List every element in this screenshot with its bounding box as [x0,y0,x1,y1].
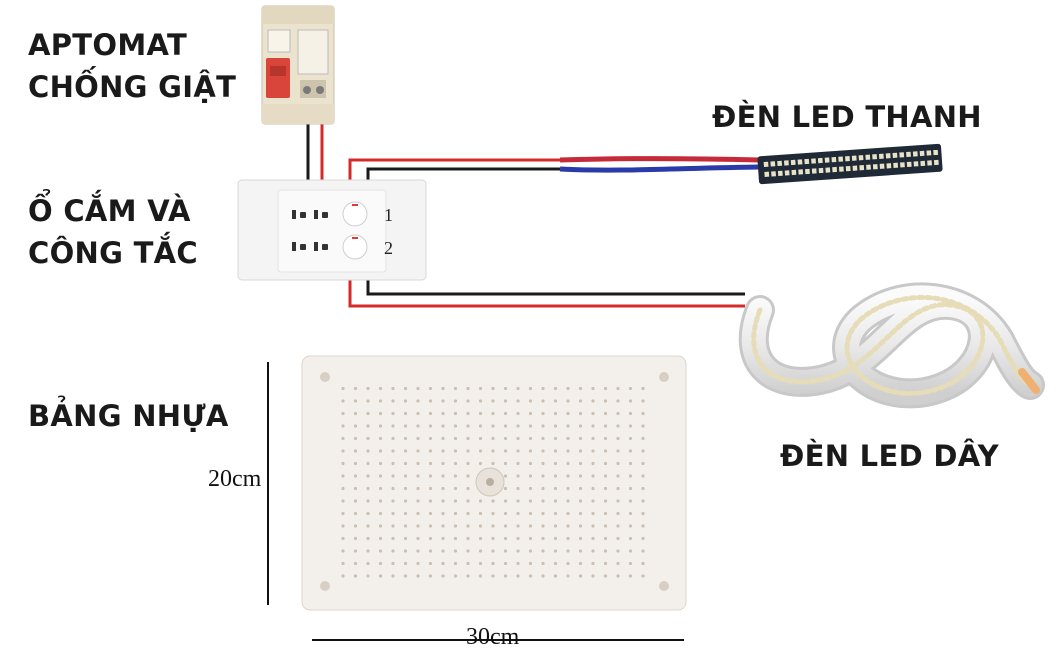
led-chip [838,156,844,162]
plastic-board [301,355,687,611]
led-chip [771,171,776,177]
led-chip [899,152,905,158]
socket-to-led-bar-wires [348,156,761,190]
led-chip [865,154,871,160]
led-chip [824,157,830,163]
led-chip [852,165,858,171]
led-chip [893,162,899,168]
led-chip [859,165,865,171]
led-bar-label: ĐÈN LED THANH [712,100,982,134]
socket-to-led-strip-wires [348,280,745,308]
outlet-2 [292,242,328,251]
led-chip [912,151,918,157]
breaker-label-line1: APTOMAT [28,28,188,62]
led-chip [858,155,864,161]
width-dimension-label: 30cm [462,624,524,651]
led-chip [831,156,837,163]
led-chip [906,151,911,158]
led-chip [777,170,783,177]
led-chip [791,169,797,176]
led-chip [818,167,824,174]
led-chip [763,161,769,168]
switch-number-1: 1 [384,205,393,225]
socket-label: Ổ CẮM VÀ CÔNG TẮC [28,190,198,274]
led-chip [811,168,817,174]
led-chip [892,152,898,158]
breaker-device [261,5,335,125]
led-chip [797,159,803,165]
led-chip [920,160,926,167]
led-bar [757,143,943,185]
led-chip [805,168,810,175]
led-chip [770,161,776,167]
led-chip [866,164,871,170]
switch-number-2: 2 [384,238,393,258]
board-label: BẢNG NHỰA [28,399,229,433]
led-strip [738,282,1045,409]
led-chip [879,163,885,169]
led-chip [878,153,884,159]
led-chip [817,157,823,164]
led-chip [825,167,831,173]
socket-switch-plate: 1 2 [237,179,427,281]
led-chip [832,166,838,173]
height-dimension-label: 20cm [208,466,262,493]
switch-2 [342,234,368,260]
led-chip [926,150,932,156]
led-chip [919,150,925,157]
led-chip [906,161,912,168]
led-chip [845,165,851,172]
led-chip [784,170,790,176]
led-chip [838,166,844,172]
led-chip [784,160,789,166]
led-chip [886,163,892,169]
led-chip [851,155,857,161]
led-chip [872,154,878,160]
led-chip [900,162,905,168]
led-chip [927,160,932,166]
led-chip [913,161,919,167]
led-chip [933,159,939,166]
led-chip [933,149,939,156]
led-chip [790,159,796,166]
led-chip [845,156,850,162]
led-chip [885,153,891,159]
led-chip [872,164,878,170]
socket-label-line2: CÔNG TẮC [28,236,199,270]
led-chip [811,158,816,164]
socket-label-line1: Ổ CẮM VÀ [28,194,191,228]
led-chip [777,160,783,167]
switch-1 [342,201,368,227]
outlet-1 [292,210,328,219]
led-chip [798,169,804,175]
breaker-label-line2: CHỐNG GIẬT [28,70,237,104]
led-chip [764,171,770,177]
breaker-label: APTOMAT CHỐNG GIẬT [28,24,236,108]
led-strip-label: ĐÈN LED DÂY [780,439,999,473]
led-chip [804,158,810,165]
